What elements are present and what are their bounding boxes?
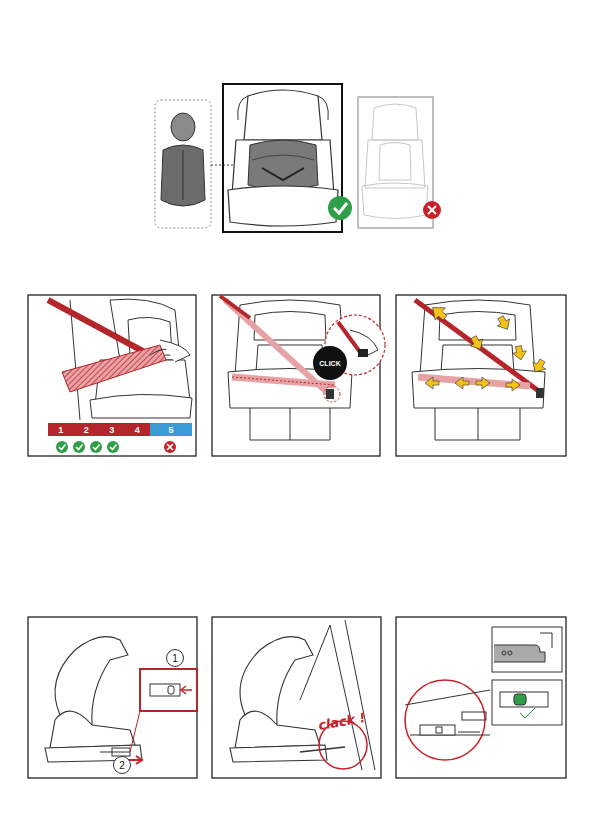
node-text: 2 [119,760,125,771]
step-circle: 2 [113,756,131,774]
node-text: CLICK [319,360,340,367]
click-badge: CLICK [313,346,347,380]
node-text: 2 [84,425,89,435]
node-text: 5 [168,425,173,435]
node-text: 3 [109,425,114,435]
node-text: 4 [135,425,140,435]
step-circle: 1 [166,649,184,667]
sound-label: clack ! [317,710,367,733]
group-band: 1 2 3 4 [48,423,150,436]
group-band: 5 [150,423,192,436]
node-text: 1 [172,653,178,664]
node-text: 1 [58,425,63,435]
